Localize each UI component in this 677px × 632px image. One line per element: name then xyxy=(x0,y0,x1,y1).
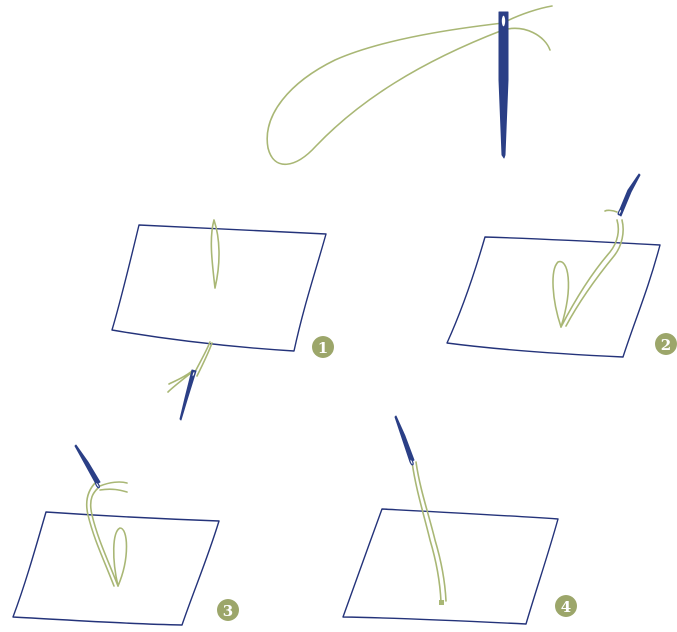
thread-rising xyxy=(87,482,118,586)
step-4-illustration xyxy=(343,416,558,624)
step-number: 2 xyxy=(661,336,671,354)
thread-loop xyxy=(211,220,219,288)
sewing-needle-icon xyxy=(618,174,640,216)
step-2-illustration xyxy=(447,174,660,357)
thread-tail xyxy=(100,482,127,492)
step-number: 3 xyxy=(223,602,233,620)
step-3-badge: 3 xyxy=(217,599,239,621)
step-4-badge: 4 xyxy=(555,595,577,617)
fabric-square xyxy=(13,512,219,625)
needle-eye xyxy=(501,15,506,27)
step-3-illustration xyxy=(13,445,219,625)
step-number: 1 xyxy=(318,339,328,357)
fabric-square xyxy=(343,509,558,624)
needle-shaft xyxy=(395,416,414,462)
sewing-needle-icon xyxy=(395,416,414,465)
thread-loop xyxy=(267,23,503,164)
step-number: 4 xyxy=(561,598,571,616)
step-1-badge: 1 xyxy=(312,336,334,358)
thread-knot xyxy=(439,600,444,605)
needle-shaft xyxy=(75,445,100,484)
thread-rising xyxy=(561,220,623,327)
threaded-needle-illustration xyxy=(267,6,552,164)
step-2-badge: 2 xyxy=(655,333,677,355)
needle-shaft xyxy=(499,12,508,158)
thread-tail xyxy=(605,210,617,212)
thread-loop xyxy=(114,528,127,586)
step-1-illustration xyxy=(112,220,326,420)
thread-tail xyxy=(503,6,552,50)
sewing-needle-icon xyxy=(499,12,508,158)
thread-through xyxy=(194,342,212,376)
thread-rising xyxy=(412,462,446,602)
sewing-needle-icon xyxy=(75,445,100,488)
